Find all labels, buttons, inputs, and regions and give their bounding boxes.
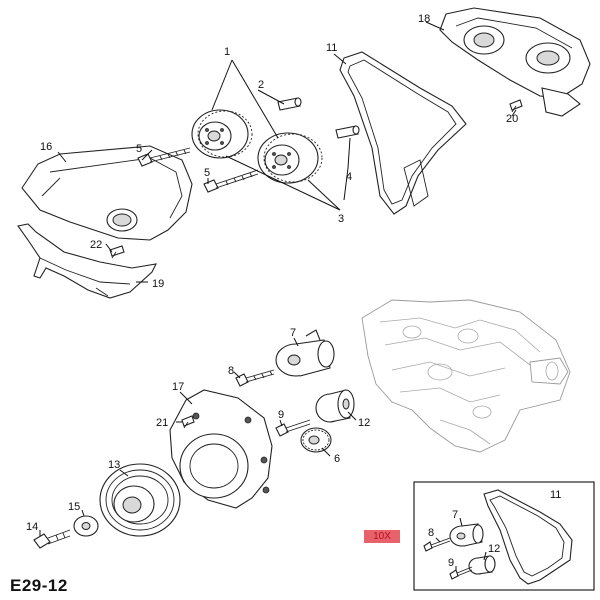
damper-pulley[interactable] [99,463,181,537]
callout-15: 15 [68,501,80,513]
diagram-code: E29-12 [10,576,68,595]
callout-3: 3 [338,213,344,225]
screw-22[interactable] [109,245,125,259]
inset-callout-9: 9 [448,557,454,569]
timing-belt[interactable] [339,51,467,215]
crank-bolt-14[interactable] [33,529,71,549]
callout-5-upper: 5 [136,143,142,155]
callout-19: 19 [152,278,164,290]
callout-6: 6 [334,453,340,465]
inset-timing-belt [483,489,573,585]
lower-timing-cover[interactable] [169,389,273,509]
washer-15[interactable] [73,515,99,537]
screw-20[interactable] [509,99,523,113]
inset-callout-12: 12 [488,543,500,555]
callout-20: 20 [506,113,518,125]
dowel-pin-4[interactable] [335,125,360,139]
idler-pulley-12[interactable] [315,389,355,423]
callout-2: 2 [258,79,264,91]
callout-8: 8 [228,365,234,377]
inset-callout-7: 7 [452,509,458,521]
callout-18: 18 [418,13,430,25]
bolt-8[interactable] [235,369,275,387]
inset-bolt-9 [449,566,473,580]
callout-5-lower: 5 [204,167,210,179]
inset-idler-12 [468,555,496,575]
callout-7: 7 [290,327,296,339]
callout-9: 9 [278,409,284,421]
tensioner-7[interactable] [275,329,335,377]
callout-13: 13 [108,459,120,471]
bolt-5-upper[interactable] [137,147,191,167]
callout-1: 1 [224,46,230,58]
camshaft-gear-lower[interactable] [257,132,323,184]
bolt-5-lower[interactable] [203,169,259,193]
inset-callout-8: 8 [428,527,434,539]
callout-14: 14 [26,521,38,533]
callout-11: 11 [326,42,337,54]
camshaft-gear-upper[interactable] [191,109,253,159]
callout-12: 12 [358,417,370,429]
callout-16: 16 [40,141,52,153]
timing-cover[interactable] [21,145,193,241]
lower-guide[interactable] [17,223,157,299]
leader-lines [39,21,517,536]
callout-17: 17 [172,381,184,393]
inset-detail-box: 11 7 8 12 9 [413,481,595,591]
callout-22: 22 [90,239,102,251]
callout-labels: 1 2 3 4 5 5 16 11 18 20 22 19 7 8 17 9 1… [26,13,518,533]
inset-tensioner-7 [449,523,484,547]
crankshaft-sprocket[interactable] [300,427,332,453]
dowel-pin-2[interactable] [277,97,302,111]
callout-21: 21 [156,417,168,429]
inset-bolt-8 [423,537,451,552]
rear-cover[interactable] [439,7,591,117]
callout-4: 4 [346,171,352,183]
inset-callout-11: 11 [550,489,561,501]
engine-block [361,299,571,453]
quantity-badge: 10X [364,530,400,543]
screw-21[interactable] [181,415,195,429]
